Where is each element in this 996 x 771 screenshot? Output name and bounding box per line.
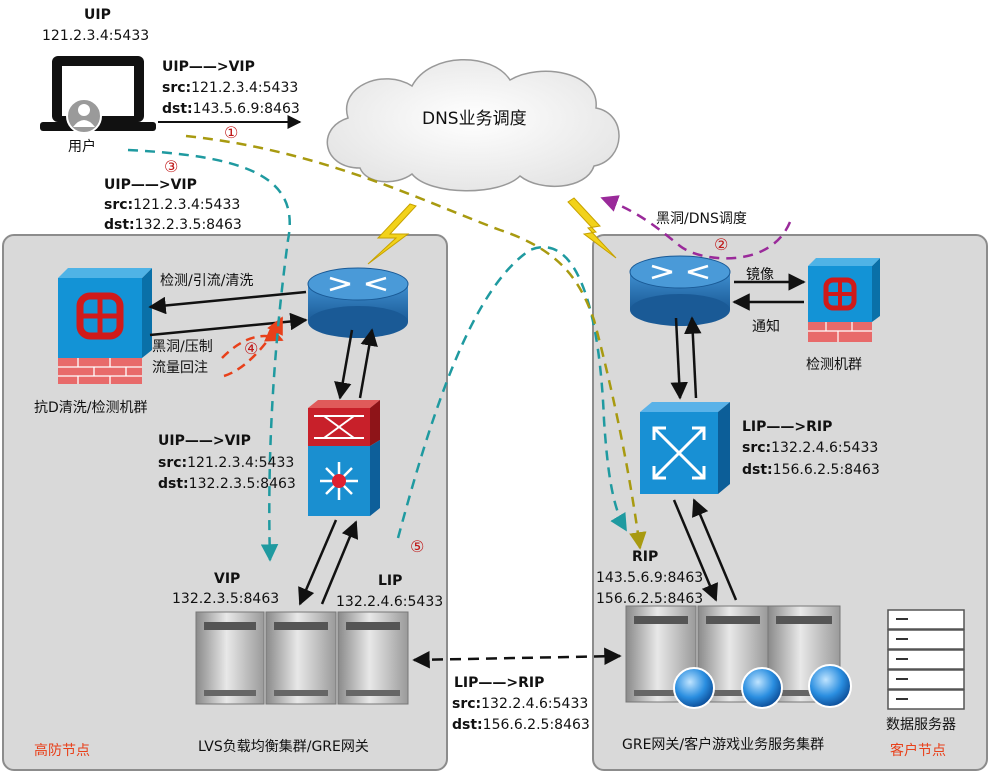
dns-cloud	[326, 59, 620, 192]
left-firewall-icon	[58, 268, 152, 384]
data-server-label: 数据服务器	[886, 717, 956, 733]
data-server-rack-icon	[887, 609, 965, 710]
flow1-title: UIP——>VIP	[162, 59, 255, 75]
marker-5: ⑤	[410, 537, 425, 556]
user-label: 用户	[68, 139, 96, 155]
high-defense-node-label: 高防节点	[34, 743, 90, 759]
flow1-src: src:121.2.3.4:5433	[162, 80, 299, 96]
flow2-label: 黑洞/DNS调度	[656, 211, 747, 227]
tunnel-flow-src: src:132.2.4.6:5433	[452, 696, 589, 712]
tunnel-flow-dst: dst:156.6.2.5:8463	[452, 717, 590, 733]
uip-title: UIP	[84, 7, 111, 23]
dns-label: DNS业务调度	[422, 109, 527, 129]
right-switch-icon	[640, 402, 730, 494]
left-router-icon	[307, 267, 409, 338]
left-flow-title: UIP——>VIP	[158, 433, 251, 449]
flow1-dst: dst:143.5.6.9:8463	[162, 101, 300, 117]
rip-title: RIP	[632, 549, 659, 565]
flow3-src: src:121.2.3.4:5433	[104, 197, 241, 213]
left-flow-src: src:121.2.3.4:5433	[158, 455, 295, 471]
anti-ddos-cluster-label: 抗D清洗/检测机群	[34, 400, 148, 416]
lightning-left-icon	[367, 203, 417, 265]
mirror-label: 镜像	[746, 267, 774, 283]
left-core-switch-icon	[308, 400, 380, 516]
game-cluster-label: GRE网关/客户游戏业务服务集群	[622, 737, 825, 753]
rip-address-2: 156.6.2.5:8463	[596, 591, 704, 607]
blackhole-suppress-label: 黑洞/压制	[152, 339, 213, 355]
right-router-icon	[629, 255, 731, 326]
detect-divert-clean-label: 检测/引流/清洗	[160, 273, 254, 289]
lvs-server-cluster-icon	[195, 611, 409, 705]
marker-3: ③	[164, 157, 179, 176]
right-flow-title: LIP——>RIP	[742, 419, 833, 435]
marker-2: ②	[714, 235, 729, 254]
customer-node-label: 客户节点	[890, 743, 946, 759]
marker-1: ①	[224, 123, 239, 142]
game-server-cluster-icon	[625, 605, 852, 709]
vip-title: VIP	[214, 571, 241, 587]
marker-4: ④	[244, 339, 259, 358]
traffic-reinject-label: 流量回注	[152, 360, 208, 376]
lvs-cluster-label: LVS负载均衡集群/GRE网关	[198, 739, 369, 755]
tunnel-flow-title: LIP——>RIP	[454, 675, 545, 691]
user-laptop-icon	[40, 56, 156, 134]
right-firewall-icon	[808, 258, 880, 342]
vip-address: 132.2.3.5:8463	[172, 591, 280, 607]
lip-address: 132.2.4.6:5433	[336, 594, 444, 610]
lip-title: LIP	[378, 573, 403, 589]
lightning-right-icon	[567, 197, 617, 259]
notify-label: 通知	[752, 319, 780, 335]
left-flow-dst: dst:132.2.3.5:8463	[158, 476, 296, 492]
right-flow-dst: dst:156.6.2.5:8463	[742, 462, 880, 478]
flow3-dst: dst:132.2.3.5:8463	[104, 217, 242, 233]
right-flow-src: src:132.2.4.6:5433	[742, 440, 879, 456]
detect-cluster-label: 检测机群	[806, 357, 862, 373]
uip-address: 121.2.3.4:5433	[42, 28, 150, 44]
flow3-title: UIP——>VIP	[104, 177, 197, 193]
rip-address-1: 143.5.6.9:8463	[596, 570, 704, 586]
